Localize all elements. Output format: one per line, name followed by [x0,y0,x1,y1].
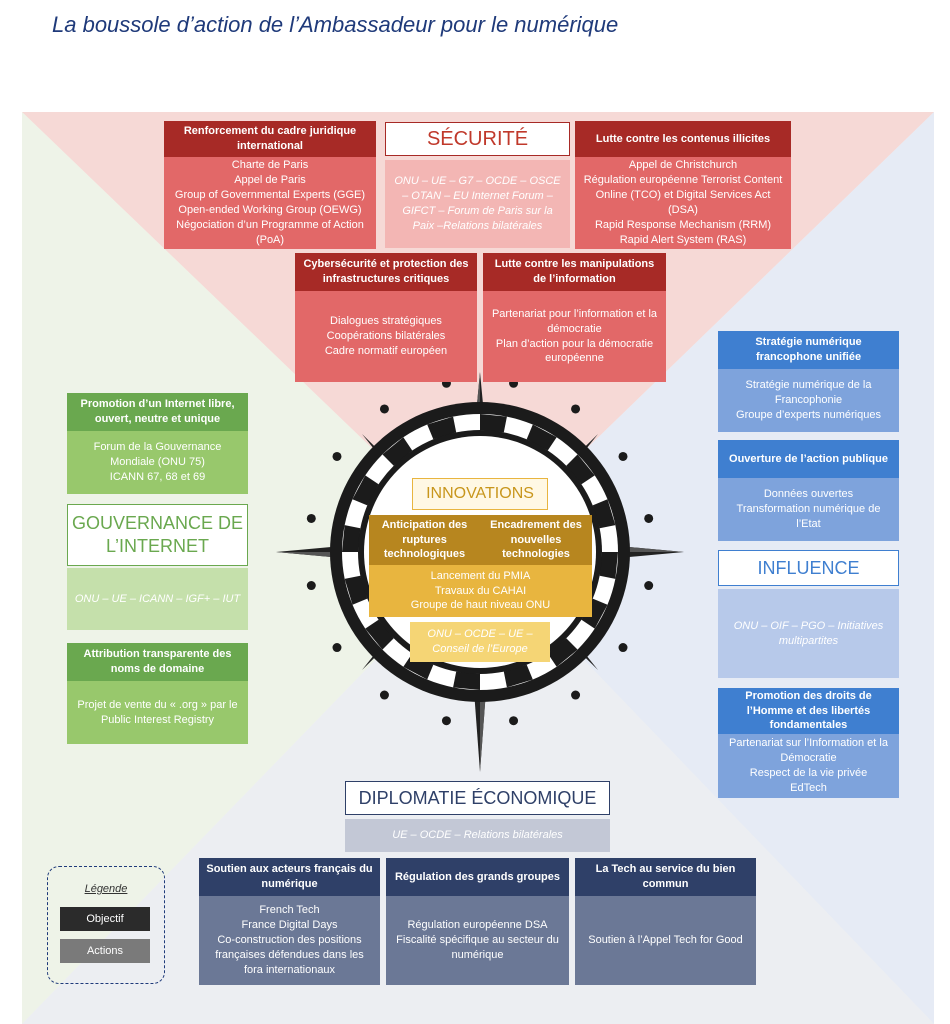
actions-manipulations: Partenariat pour l’information et la dém… [483,291,666,382]
compass-ring-segment [382,437,413,466]
compass-ring-segment [365,619,394,650]
legend-actions: Actions [60,939,150,963]
objective-anticipation: Anticipation des ruptures technologiques [369,515,480,565]
actions-strategie-francophone: Stratégie numérique de la Francophonie G… [718,369,899,432]
compass-ring-segment [480,414,507,433]
actions-cadre-juridique: Charte de Paris Appel de Paris Group of … [164,157,376,249]
actions-contenus-illicites: Appel de Christchurch Régulation europée… [575,157,791,249]
compass-dot [306,581,316,591]
compass-ring-segment [526,424,557,451]
compass-dot [332,451,342,461]
compass-ring-segment [599,552,618,579]
actions-cybersecurite: Dialogues stratégiques Coopérations bila… [295,291,477,382]
compass-dot [379,404,389,414]
objective-noms-domaine: Attribution transparente des noms de dom… [67,643,248,681]
compass-dot [332,643,342,653]
governance-sector [22,112,480,1024]
axis-label-diplomatie: DIPLOMATIE ÉCONOMIQUE [345,781,610,815]
compass-dot [441,716,451,726]
objective-droits-homme: Promotion des droits de l’Homme et des l… [718,688,899,734]
legend: Légende Objectif Actions [47,866,165,984]
legend-objectif: Objectif [60,907,150,931]
objective-manipulations: Lutte contre les manipulations de l’info… [483,253,666,291]
compass-ring-segment [592,499,616,529]
compass-ring-segment [352,475,379,506]
legend-title: Légende [84,883,128,895]
compass-ring-segment [566,454,595,485]
compass-dot [571,690,581,700]
actions-tech-bien-commun: Soutien à l’Appel Tech for Good [575,896,756,985]
objective-internet-libre: Promotion d’un Internet libre, ouvert, n… [67,393,248,431]
objective-cybersecurite: Cybersécurité et protection des infrastr… [295,253,477,291]
partners-innovations: ONU – OCDE – UE – Conseil de l’Europe [410,622,550,662]
compass-dot [618,643,628,653]
axis-label-influence: INFLUENCE [718,550,899,586]
actions-grands-groupes: Régulation européenne DSA Fiscalité spéc… [386,896,569,985]
compass-ring-segment [503,664,533,688]
objective-strategie-francophone: Stratégie numérique francophone unifiée [718,331,899,369]
objective-cadre-juridique: Renforcement du cadre juridique internat… [164,121,376,157]
partners-securite: ONU – UE – G7 – OCDE – OSCE – OTAN – EU … [385,160,570,248]
partners-diplomatie: UE – OCDE – Relations bilatérales [345,819,610,852]
objective-contenus-illicites: Lutte contre les contenus illicites [575,121,791,157]
compass-dot [379,690,389,700]
compass-dot [618,451,628,461]
axis-label-innovations: INNOVATIONS [412,478,548,510]
compass-dot [509,716,519,726]
compass-dot [306,513,316,523]
actions-droits-homme: Partenariat sur l’Information et la Démo… [718,734,899,798]
partners-influence: ONU – OIF – PGO – Initiatives multiparti… [718,589,899,678]
objective-grands-groupes: Régulation des grands groupes [386,858,569,896]
compass-ring-segment [427,416,457,440]
objective-tech-bien-commun: La Tech au service du bien commun [575,858,756,896]
compass-ring-segment [581,598,608,629]
objective-action-publique: Ouverture de l’action publique [718,440,899,478]
compass-dot [644,513,654,523]
actions-internet-libre: Forum de la Gouvernance Mondiale (ONU 75… [67,431,248,494]
partners-gouvernance: ONU – UE – ICANN – IGF+ – IUT [67,568,248,630]
actions-acteurs-francais: French Tech France Digital Days Co-const… [199,896,380,985]
compass-ring-segment [453,671,480,690]
compass-dot [571,404,581,414]
compass-ring-segment [344,575,368,605]
actions-innovations: Lancement du PMIA Travaux du CAHAI Group… [369,565,592,617]
compass-ring-ticks [342,414,618,690]
actions-noms-domaine: Projet de vente du « .org » par le Publi… [67,681,248,744]
compass-ring-segment [342,525,361,552]
compass-dot [644,581,654,591]
axis-label-gouvernance: GOUVERNANCE DE L’INTERNET [67,504,248,566]
page-title: La boussole d’action de l’Ambassadeur po… [52,12,619,37]
compass-ring-segment [547,638,578,667]
axis-label-securite: SÉCURITÉ [385,122,570,156]
actions-action-publique: Données ouvertes Transformation numériqu… [718,478,899,541]
objective-acteurs-francais: Soutien aux acteurs français du numériqu… [199,858,380,896]
objective-encadrement: Encadrement des nouvelles technologies [480,515,592,565]
